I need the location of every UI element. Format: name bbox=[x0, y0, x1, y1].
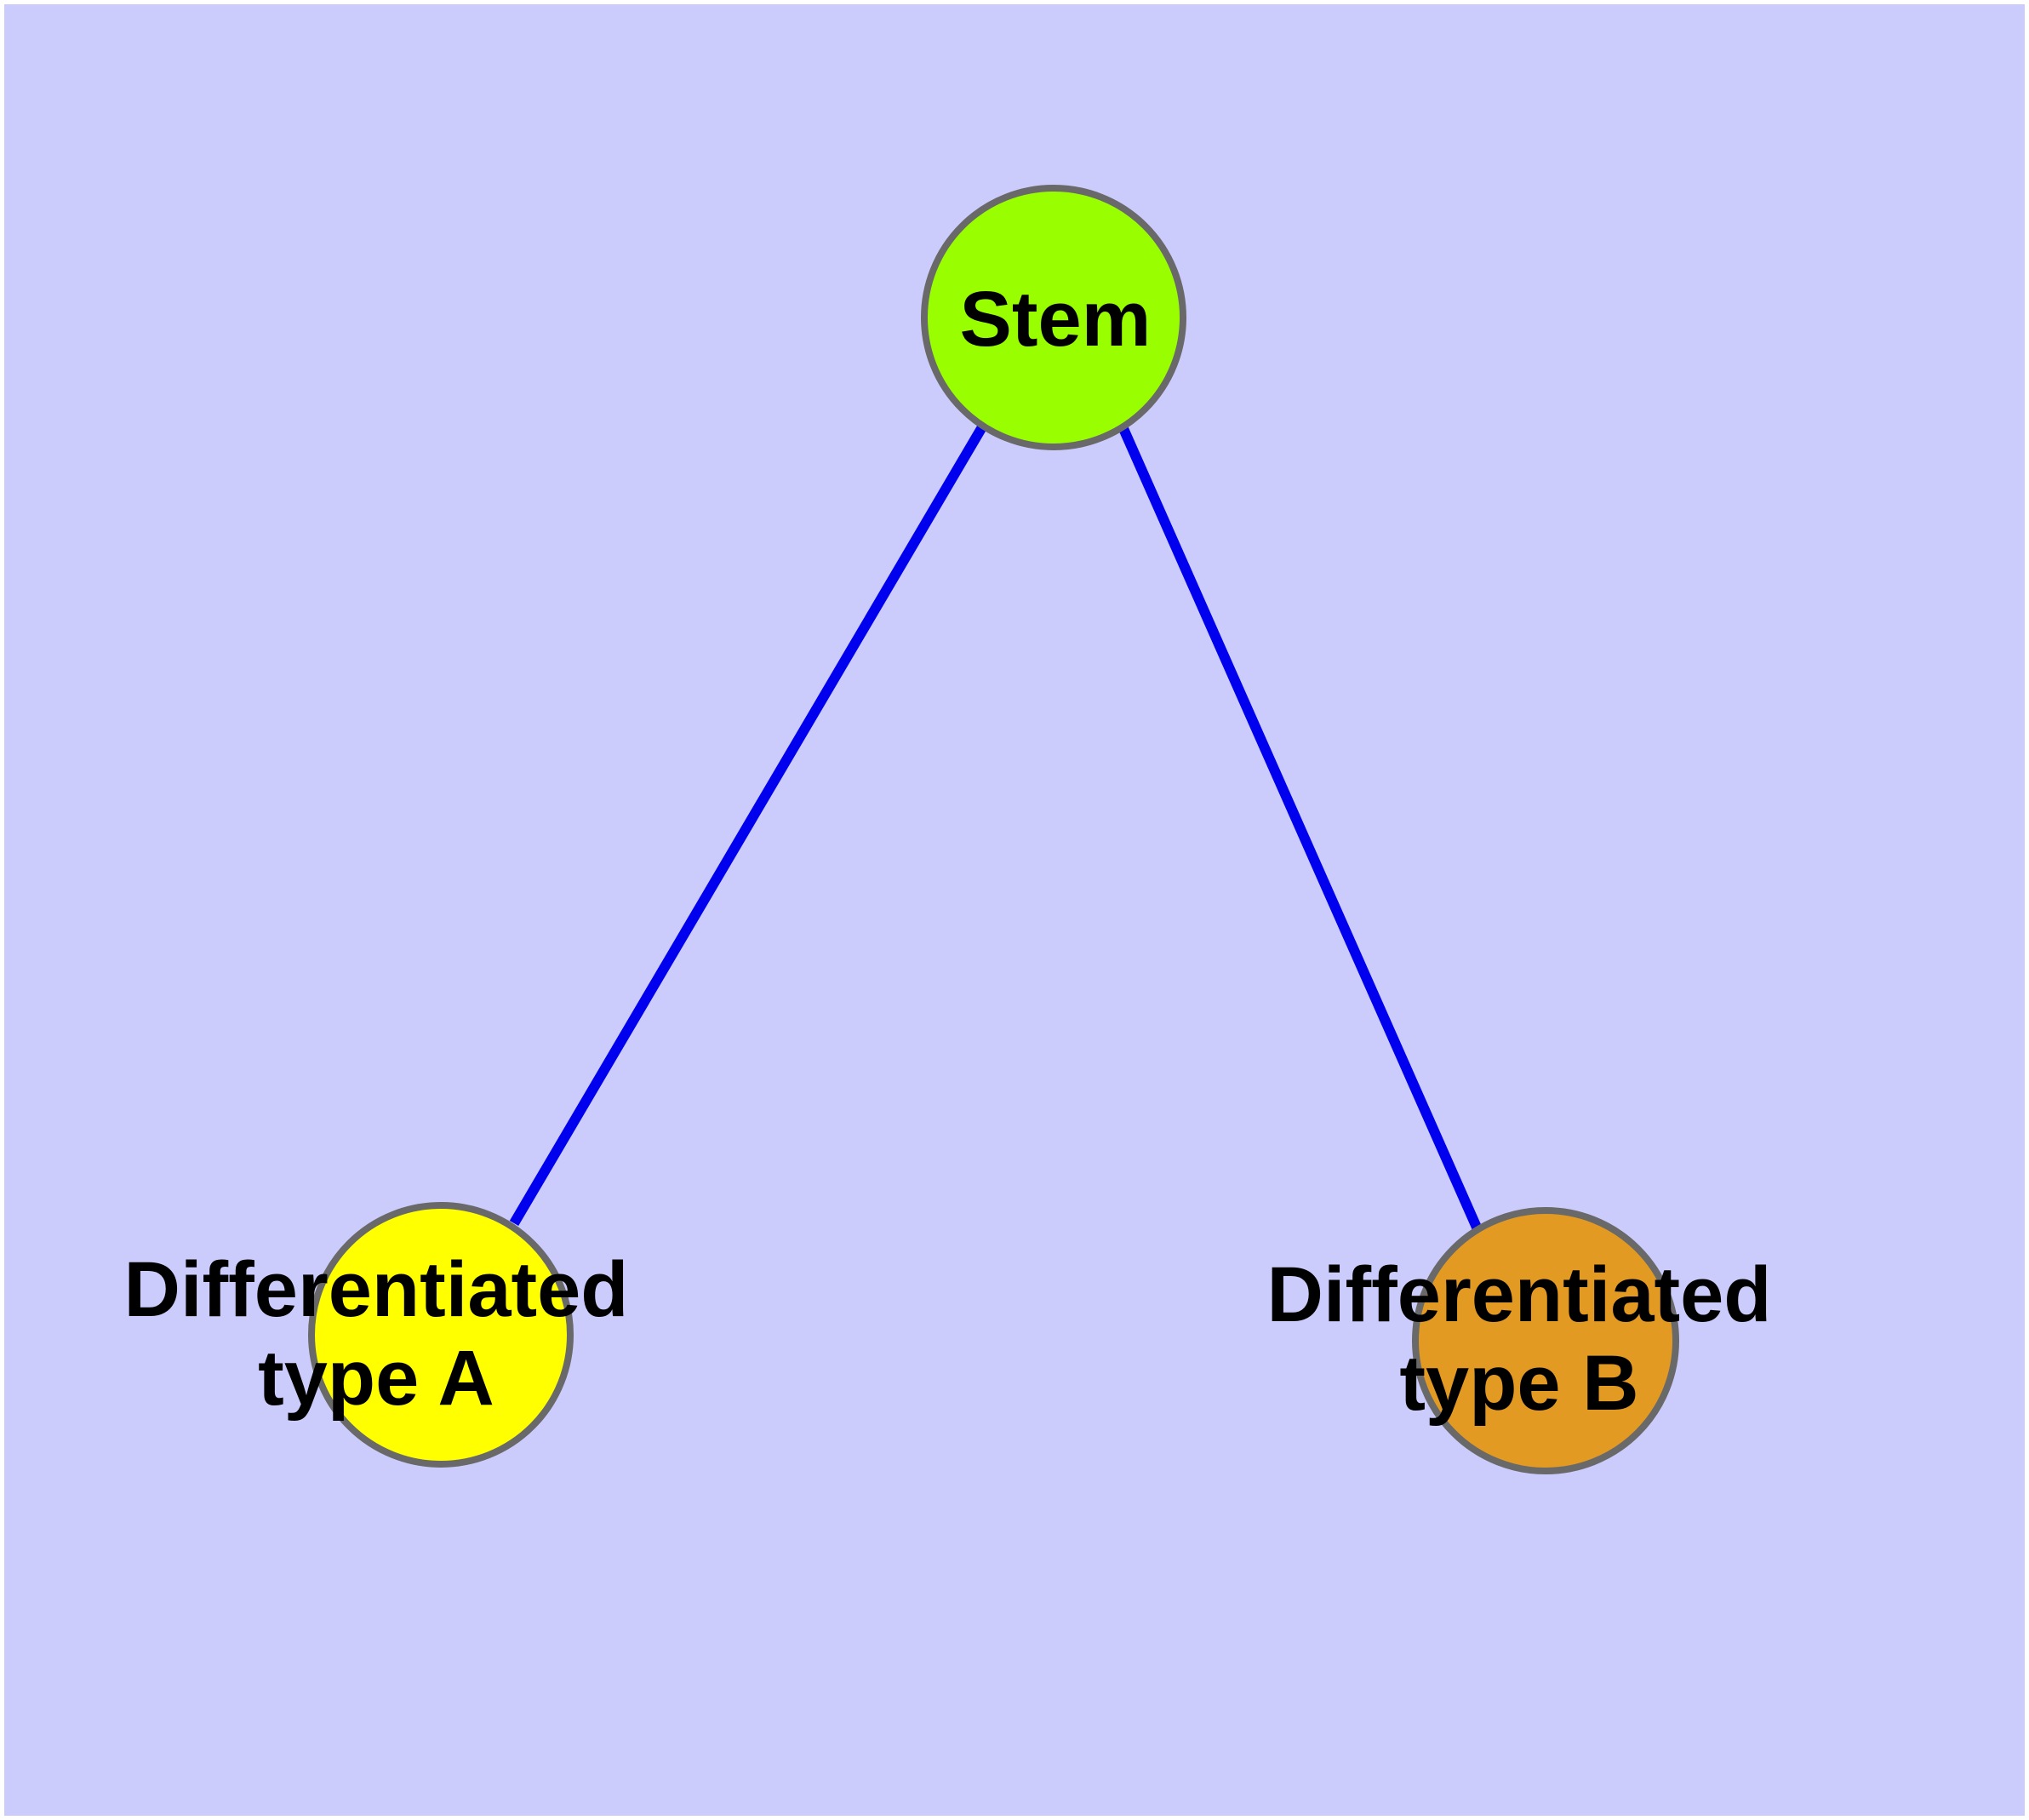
node-differentiated-type-b-label-line-1: Differentiated bbox=[1267, 1251, 1772, 1338]
node-differentiated-type-a-label-line-1: Differentiated bbox=[124, 1246, 629, 1333]
node-stem-label: Stem bbox=[960, 276, 1152, 363]
node-differentiated-type-b-label-line-2: type B bbox=[1399, 1340, 1638, 1427]
node-differentiated-type-a-circle[interactable] bbox=[308, 1202, 574, 1468]
edge-stem-to-differentiated-type-a[interactable] bbox=[509, 422, 988, 1227]
nodes-layer bbox=[308, 185, 1679, 1474]
node-stem-circle[interactable] bbox=[921, 185, 1186, 450]
edge-stem-to-differentiated-type-b[interactable] bbox=[1117, 422, 1483, 1232]
edges-layer bbox=[509, 422, 1483, 1232]
labels-layer: Stem Differentiated type A Differentiate… bbox=[124, 276, 1772, 1427]
node-differentiated-type-b-circle[interactable] bbox=[1412, 1207, 1679, 1474]
node-differentiated-type-a-label-line-2: type A bbox=[258, 1335, 494, 1422]
